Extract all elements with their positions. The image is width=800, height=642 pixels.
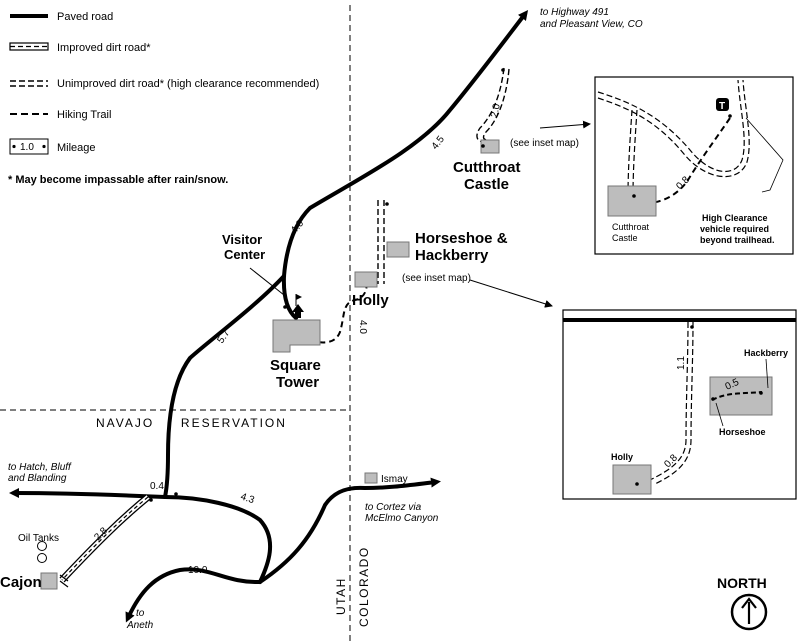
inset-pointer-horseshoe — [469, 279, 553, 308]
ismay-label: Ismay — [381, 474, 408, 485]
road-to-aneth — [125, 567, 262, 623]
mileage-0-4: 0.4 — [150, 481, 164, 492]
dest-cortez-2: McElmo Canyon — [365, 513, 439, 524]
visitor-center-leader — [249, 267, 285, 296]
horseshoe-hackberry-label-1: Horseshoe & — [415, 230, 508, 247]
dest-hwy491-1: to Highway 491 — [540, 7, 609, 18]
dest-aneth-2: Aneth — [126, 620, 154, 631]
destination-labels: to Highway 491 and Pleasant View, CO to … — [8, 7, 643, 631]
mileage-dots — [149, 68, 505, 581]
cutthroat-label-1: Cutthroat — [453, 159, 521, 176]
legend-unimproved-label: Unimproved dirt road* (high clearance re… — [57, 78, 319, 90]
inset-hackberry-label: Hackberry — [744, 348, 788, 358]
legend-mileage-label: Mileage — [57, 142, 96, 154]
colorado-label: COLORADO — [357, 546, 371, 627]
square-tower-label-2: Tower — [276, 374, 319, 391]
inset-mileage-0-5: 0.5 — [724, 377, 742, 393]
road-to-visitor-center — [163, 274, 286, 499]
legend: Paved road Improved dirt road* Unimprove… — [8, 11, 319, 186]
mileage-4-0-trail: 4.0 — [357, 320, 368, 334]
inset-cutthroat-note-1: High Clearance — [702, 213, 768, 223]
mileage-4-3: 4.3 — [239, 491, 256, 506]
square-tower-site — [272, 319, 321, 353]
inset-pointer-cutthroat — [539, 120, 591, 129]
oil-tank-1 — [37, 541, 47, 551]
dest-hatch-2: and Blanding — [8, 473, 67, 484]
road-to-cortez — [258, 477, 441, 584]
legend-footnote: * May become impassable after rain/snow. — [8, 174, 228, 186]
inset-horseshoe-map: 1.1 0.5 0.8 Hackberry Horseshoe Holly — [562, 309, 797, 500]
inset-horseshoe-label: Horseshoe — [719, 427, 766, 437]
see-inset-cutthroat: (see inset map) — [510, 138, 579, 149]
unimproved-cutthroat-b — [482, 68, 510, 141]
legend-unimproved-symbol — [10, 80, 48, 87]
unimproved-cutthroat-a — [476, 67, 505, 143]
legend-mileage-sample: 1.0 — [20, 142, 34, 153]
trail-square-tower-to-holly — [299, 281, 368, 344]
horseshoe-hackberry-site — [386, 241, 410, 258]
north-label: NORTH — [717, 575, 767, 591]
inset-mileage-1-1: 1.1 — [676, 356, 687, 370]
road-to-highway-491 — [281, 10, 529, 320]
unimproved-roads — [377, 67, 510, 284]
visitor-center-icon — [292, 294, 304, 318]
mileage-4-5: 4.5 — [430, 134, 447, 152]
utah-label: UTAH — [334, 577, 348, 615]
improved-road-cajon — [59, 494, 151, 583]
see-inset-horseshoe: (see inset map) — [402, 273, 471, 284]
hiking-trails — [299, 281, 368, 344]
horseshoe-hackberry-label-2: Hackberry — [415, 247, 489, 264]
place-labels: Visitor Center Square Tower Holly Horses… — [0, 159, 521, 591]
mileage-10-0: 10.0 — [188, 565, 208, 576]
holly-label: Holly — [352, 292, 389, 309]
cajon-gate-mark — [59, 574, 69, 588]
dest-aneth-1: to — [136, 608, 145, 619]
cutthroat-label-2: Castle — [464, 176, 509, 193]
ismay-marker — [364, 472, 378, 484]
legend-paved-label: Paved road — [57, 11, 113, 23]
mileage-5-7: 5.7 — [215, 328, 232, 346]
road-south-segment — [163, 495, 273, 584]
inset-cutthroat-castle-1: Cutthroat — [612, 222, 650, 232]
ruin-sites — [40, 139, 500, 590]
trailhead-icon — [716, 98, 729, 111]
oil-tank-2 — [37, 553, 47, 563]
visitor-center-label-2: Center — [224, 247, 265, 262]
navajo-reservation-label: NAVAJO RESERVATION — [96, 416, 287, 430]
inset-cutthroat-map: T 0.8 Cutthroat Castle High Clearance ve… — [594, 76, 794, 255]
legend-hiking-label: Hiking Trail — [57, 109, 111, 121]
inset-cutthroat-castle-2: Castle — [612, 233, 638, 243]
square-tower-label-1: Square — [270, 357, 321, 374]
road-to-hatch — [9, 488, 167, 499]
inset-holly-label: Holly — [611, 452, 633, 462]
visitor-center-label-1: Visitor — [222, 232, 262, 247]
dest-hwy491-2: and Pleasant View, CO — [540, 19, 643, 30]
inset-cutthroat-note-3: beyond trailhead. — [700, 235, 775, 245]
oil-tanks-label: Oil Tanks — [18, 533, 59, 544]
legend-improved-label: Improved dirt road* — [57, 42, 151, 54]
mileage-2-0: 2.0 — [489, 102, 503, 118]
holly-site — [354, 271, 378, 288]
dest-hatch-1: to Hatch, Bluff — [8, 462, 72, 473]
cutthroat-site — [480, 139, 500, 154]
paved-roads — [9, 10, 529, 623]
cajon-label: Cajon — [0, 574, 42, 591]
cajon-site — [40, 572, 58, 590]
north-arrow: NORTH — [717, 575, 768, 631]
legend-improved-symbol — [9, 42, 49, 51]
dest-cortez-1: to Cortez via — [365, 502, 422, 513]
legend-mileage-symbol: 1.0 — [9, 138, 49, 155]
trailhead-symbol: T — [719, 101, 725, 112]
mileage-2-8: 2.8 — [92, 525, 110, 543]
inset-cutthroat-note-2: vehicle required — [700, 224, 769, 234]
